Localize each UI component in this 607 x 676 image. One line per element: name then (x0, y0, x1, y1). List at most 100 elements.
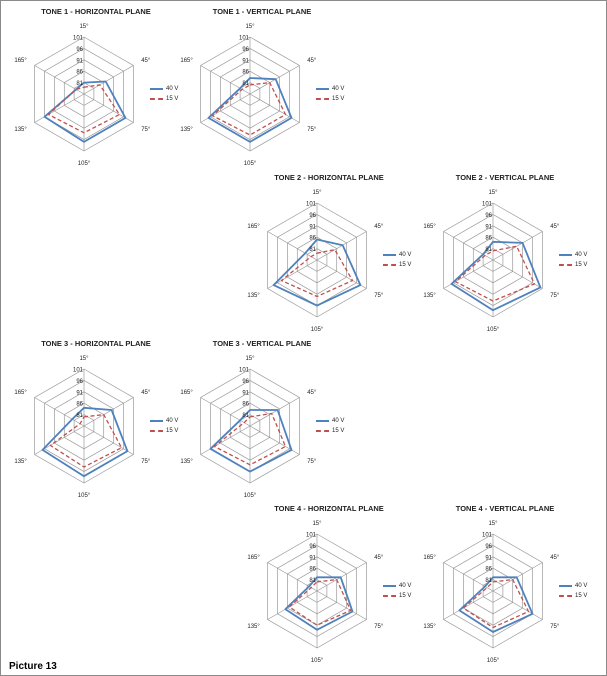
radial-tick-label: 81 (485, 247, 492, 253)
series-15v-line (213, 412, 287, 466)
category-label: 15° (312, 521, 322, 527)
series-15v-line (288, 578, 352, 626)
chart-legend: 40 V 15 V (559, 581, 587, 601)
radial-tick-label: 91 (76, 390, 83, 396)
radial-tick-label: 101 (73, 368, 84, 374)
category-label: 75° (141, 127, 151, 133)
chart-title: TONE 3 - HORIZONTAL PLANE (41, 339, 151, 348)
radial-tick-label: 81 (76, 81, 83, 87)
radial-tick-label: 96 (485, 544, 492, 550)
series-40v-line (450, 240, 542, 312)
radial-tick-label: 91 (242, 58, 249, 64)
category-label: 105° (78, 161, 91, 167)
chart-title: TONE 1 - VERTICAL PLANE (212, 7, 312, 16)
category-label: 135° (14, 459, 27, 465)
category-label: 75° (307, 459, 317, 465)
radial-tick-label: 101 (239, 368, 250, 374)
series-15v-line (454, 245, 536, 302)
legend-40v-row: 40 V (559, 250, 587, 260)
grid-spoke (249, 397, 300, 427)
series-15v-line (280, 249, 354, 298)
grid-spoke (34, 93, 85, 123)
legend-40v-row: 40 V (383, 581, 411, 591)
series-15v-line (47, 84, 121, 134)
category-label: 75° (550, 624, 560, 630)
radial-tick-label: 96 (242, 47, 249, 53)
radial-tick-label: 81 (76, 413, 83, 419)
radial-tick-label: 86 (309, 236, 316, 242)
radial-tick-label: 96 (309, 544, 316, 550)
legend-15v-swatch (316, 98, 329, 100)
radial-tick-label: 96 (485, 213, 492, 219)
chart-title: TONE 4 - HORIZONTAL PLANE (274, 504, 384, 513)
category-label: 135° (180, 459, 193, 465)
legend-40v-row: 40 V (150, 416, 178, 426)
radial-tick-label: 91 (242, 390, 249, 396)
category-label: 105° (244, 161, 257, 167)
grid-spoke (316, 259, 367, 289)
chart-title: TONE 1 - HORIZONTAL PLANE (41, 7, 151, 16)
category-label: 135° (14, 127, 27, 133)
category-label: 15° (79, 24, 89, 30)
legend-15v-swatch (150, 98, 163, 100)
category-label: 165° (423, 224, 436, 230)
chart-legend: 40 V 15 V (150, 416, 178, 436)
legend-15v-row: 15 V (559, 260, 587, 270)
legend-15v-swatch (150, 430, 163, 432)
grid-spoke (83, 65, 134, 95)
radial-tick-label: 101 (482, 202, 493, 208)
grid-spoke (492, 231, 543, 261)
category-label: 45° (307, 390, 317, 396)
radial-tick-label: 91 (76, 58, 83, 64)
radial-tick-label: 96 (242, 379, 249, 385)
category-label: 75° (374, 293, 384, 299)
category-label: 45° (141, 390, 151, 396)
grid-spoke (200, 397, 251, 427)
grid-spoke (34, 397, 85, 427)
category-label: 45° (141, 58, 151, 64)
category-label: 165° (180, 58, 193, 64)
legend-15v-row: 15 V (316, 426, 344, 436)
radial-tick-label: 101 (73, 36, 84, 42)
category-label: 105° (487, 658, 500, 664)
radial-tick-label: 96 (76, 47, 83, 53)
legend-15v-swatch (316, 430, 329, 432)
category-label: 15° (488, 521, 498, 527)
legend-40v-row: 40 V (559, 581, 587, 591)
category-label: 165° (247, 224, 260, 230)
legend-15v-label: 15 V (575, 593, 588, 599)
radial-tick-label: 101 (239, 36, 250, 42)
legend-40v-row: 40 V (316, 416, 344, 426)
radial-tick-label: 101 (482, 533, 493, 539)
grid-spoke (83, 425, 134, 455)
series-15v-line (211, 81, 287, 136)
legend-40v-swatch (559, 254, 572, 256)
chart-title: TONE 3 - VERTICAL PLANE (212, 339, 312, 348)
radial-tick-label: 91 (309, 224, 316, 230)
legend-40v-label: 40 V (332, 86, 345, 92)
radial-tick-label: 81 (485, 578, 492, 584)
legend-15v-label: 15 V (399, 262, 412, 268)
radial-tick-label: 101 (306, 533, 317, 539)
grid-spoke (316, 590, 367, 620)
radial-tick-label: 91 (309, 555, 316, 561)
category-label: 135° (247, 293, 260, 299)
radial-tick-label: 96 (76, 379, 83, 385)
legend-15v-row: 15 V (383, 260, 411, 270)
category-label: 165° (247, 555, 260, 561)
category-label: 105° (311, 658, 324, 664)
legend-15v-label: 15 V (166, 428, 179, 434)
grid-spoke (83, 397, 134, 427)
